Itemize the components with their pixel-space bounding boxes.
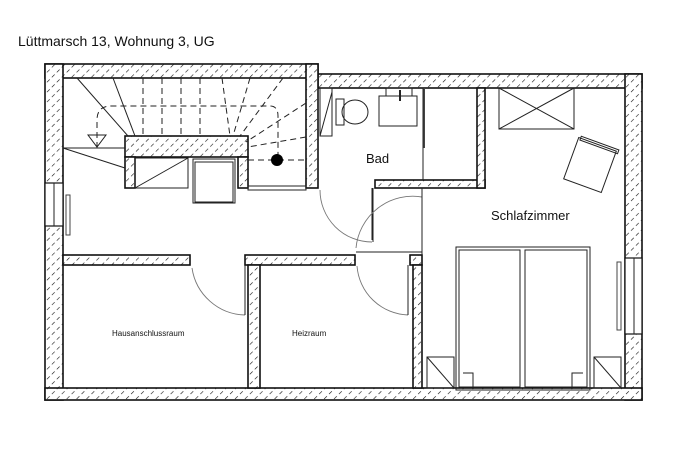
column-dot [271, 154, 283, 166]
doors [191, 188, 423, 316]
room-label-heizraum: Heizraum [292, 329, 327, 338]
windows [44, 182, 643, 335]
walls [44, 63, 643, 401]
bedroom-furniture [426, 87, 622, 391]
room-label-hausanschlussraum: Hausanschlussraum [112, 329, 185, 338]
room-label-bad: Bad [366, 151, 389, 166]
room-label-schlafzimmer: Schlafzimmer [491, 208, 570, 223]
plan-title: Lüttmarsch 13, Wohnung 3, UG [18, 33, 215, 49]
bathroom-fixtures [319, 87, 425, 180]
staircase [62, 77, 307, 204]
